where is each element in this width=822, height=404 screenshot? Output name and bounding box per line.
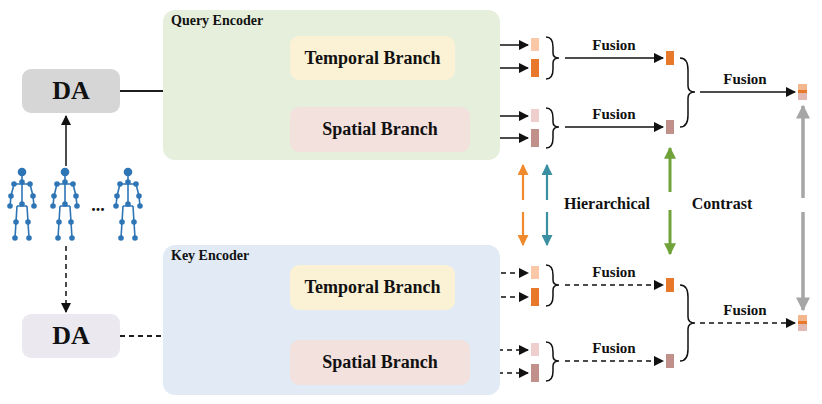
- annotation-label: Contrast: [690, 195, 754, 213]
- branch-box: Spatial Branch: [290, 340, 470, 385]
- region-heading: Key Encoder: [171, 248, 249, 264]
- key-features: [456, 265, 795, 381]
- region-heading: Query Encoder: [171, 13, 263, 29]
- augmentation-box: DA: [22, 69, 120, 113]
- hierarchical-arrows: [523, 148, 670, 254]
- skeleton-figure: [8, 169, 36, 241]
- input-arrow: [65, 116, 67, 166]
- branch-box: Temporal Branch: [290, 36, 455, 80]
- annotation-label: Fusion: [590, 264, 637, 281]
- box-label: DA: [52, 76, 90, 106]
- skeleton-sequence: [8, 169, 142, 241]
- box-label: Spatial Branch: [322, 119, 438, 140]
- input-arrow: [65, 246, 67, 312]
- box-label: DA: [52, 321, 90, 351]
- annotation-label: Fusion: [721, 302, 768, 319]
- annotation-label: Fusion: [590, 340, 637, 357]
- annotation-label: Fusion: [590, 106, 637, 123]
- skeleton-figure: [114, 169, 142, 241]
- contrast-arrow: [803, 106, 804, 310]
- branch-box: Temporal Branch: [290, 265, 455, 310]
- feature-bars: [531, 38, 807, 382]
- annotation-label: Fusion: [590, 37, 637, 54]
- augmentation-box: DA: [22, 314, 120, 358]
- branch-box: Spatial Branch: [290, 107, 470, 152]
- encoder-region: Query EncoderTemporal BranchSpatial Bran…: [163, 10, 500, 160]
- query-features: [456, 37, 795, 148]
- box-label: Temporal Branch: [305, 277, 441, 298]
- encoder-region: Key EncoderTemporal BranchSpatial Branch: [163, 245, 500, 395]
- annotation-label: Hierarchical: [562, 195, 652, 213]
- box-label: Spatial Branch: [322, 352, 438, 373]
- annotation-label: Fusion: [721, 71, 768, 88]
- skeleton-figure: [51, 169, 79, 241]
- box-label: Temporal Branch: [305, 48, 441, 69]
- ellipsis: ...: [89, 196, 107, 216]
